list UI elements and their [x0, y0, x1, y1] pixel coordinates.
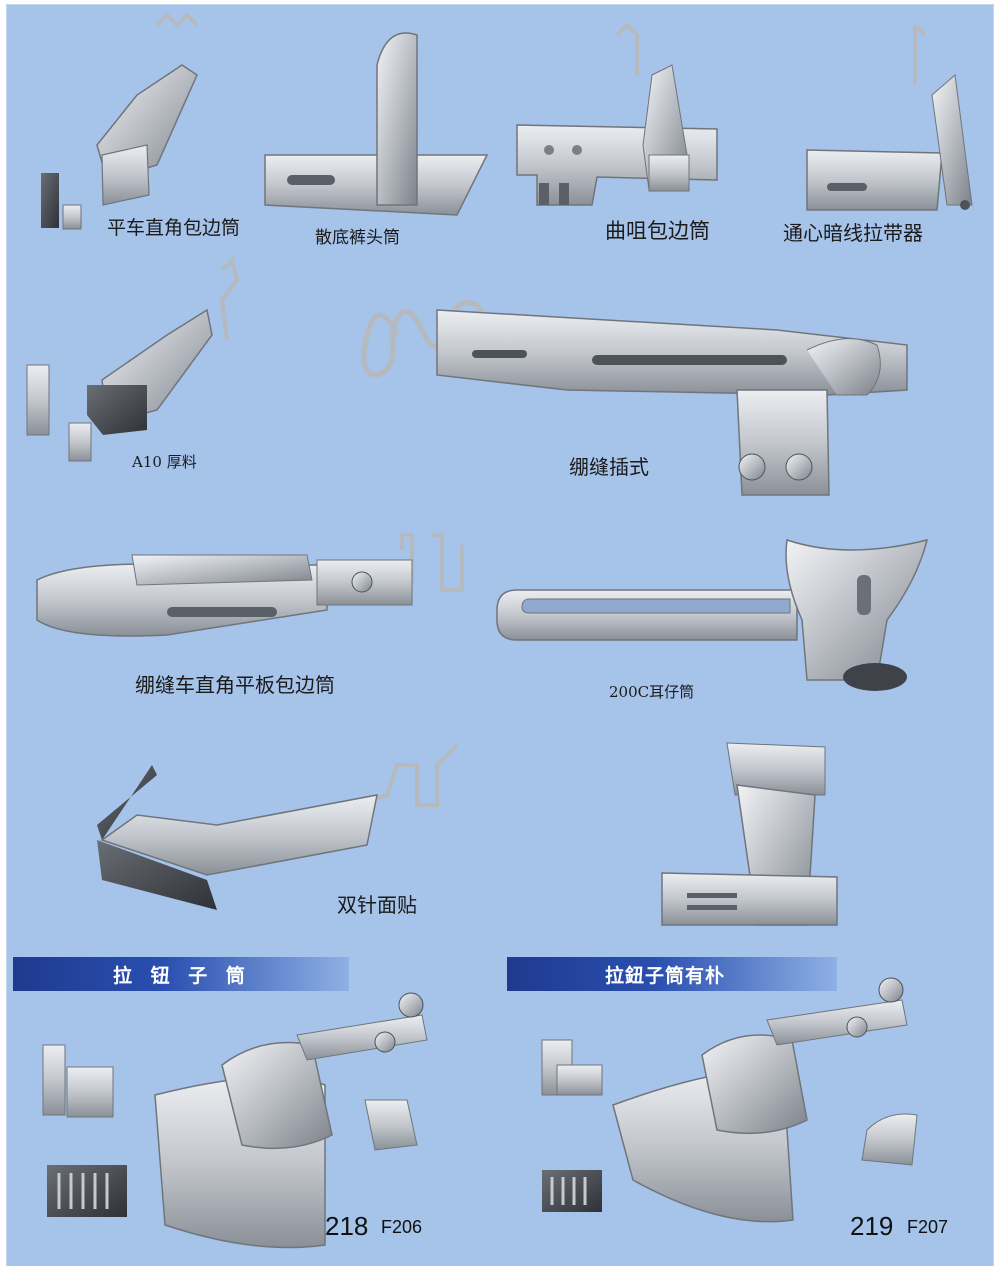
product-photo-p4: [806, 23, 973, 211]
section-banner-label: 拉 钮 子 筒: [113, 964, 251, 987]
caption-p7: 绷缝车直角平板包边筒: [135, 673, 335, 697]
model-number-218: 218: [325, 1211, 369, 1241]
caption-p3: 曲咀包边筒: [605, 219, 710, 243]
section-banner-219: 拉鈕子筒有朴: [507, 957, 837, 991]
model-code-f207: F207: [907, 1217, 949, 1237]
caption-p8: 200C耳仔筒: [609, 683, 695, 701]
page-bottom-margin: [0, 1266, 1000, 1275]
model-number-219: 219: [850, 1211, 894, 1241]
catalog-page: 平车直角包边筒 散底裤头筒 曲咀包边筒 通心暗线拉带器 A10 厚料 绷缝插式 …: [6, 4, 994, 1268]
product-photo-p7: [36, 533, 464, 637]
product-photo-p3: [516, 22, 718, 206]
caption-p6: 绷缝插式: [569, 455, 649, 479]
section-banner-label: 拉鈕子筒有朴: [605, 964, 726, 987]
product-photo-p5: [26, 256, 240, 462]
section-banner-218: 拉 钮 子 筒: [13, 957, 349, 991]
product-photo-p2: [264, 32, 489, 216]
caption-p2: 散底裤头筒: [315, 228, 400, 248]
product-photos: [26, 12, 973, 1249]
caption-p5: A10 厚料: [132, 453, 197, 471]
caption-p1: 平车直角包边筒: [107, 217, 241, 239]
product-photo-219: [541, 977, 918, 1223]
caption-p9: 双针面贴: [337, 893, 417, 917]
product-photo-p1: [41, 12, 199, 230]
caption-p4: 通心暗线拉带器: [783, 221, 923, 245]
product-photo-p10: [661, 742, 838, 926]
product-photo-218: [42, 992, 428, 1249]
product-photo-p8: [496, 538, 929, 691]
product-photo-p9: [97, 743, 459, 910]
product-photo-p6: [361, 300, 908, 496]
model-code-f206: F206: [381, 1217, 423, 1237]
